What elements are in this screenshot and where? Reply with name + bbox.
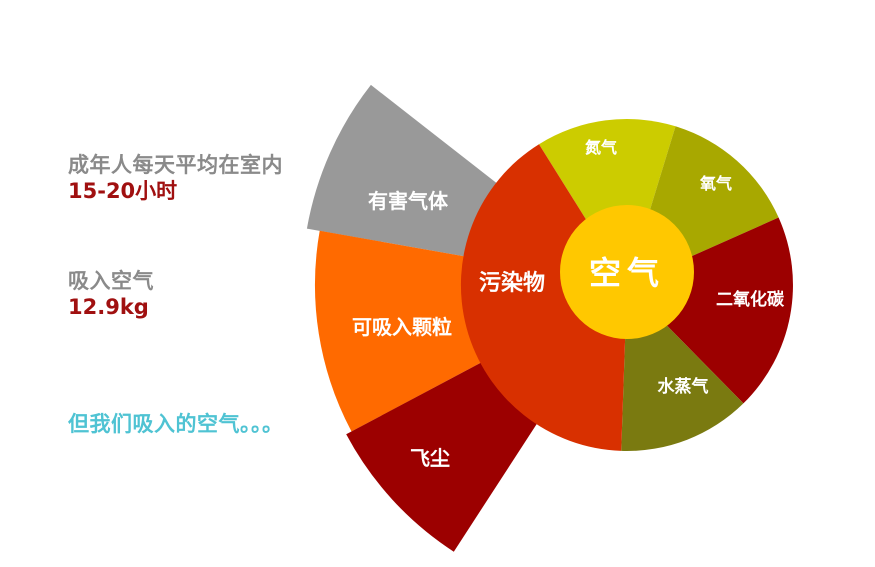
indoor-time-value: 15-20小时	[68, 179, 178, 203]
center-label: 空气	[589, 254, 665, 292]
dust-label: 飞尘	[410, 446, 450, 470]
co2-slice	[627, 217, 793, 404]
particulates-label: 可吸入颗粒	[352, 315, 452, 339]
air-intake-value: 12.9kg	[68, 295, 149, 319]
harmful-gas-label: 有害气体	[368, 189, 449, 213]
center-circle	[560, 205, 694, 339]
pollutants-label: 污染物	[479, 270, 545, 296]
teaser-text: 但我们吸入的空气。。。	[68, 412, 284, 436]
water-vapor-label: 水蒸气	[658, 376, 709, 397]
indoor-time-block: 成年人每天平均在室内 15-20小时	[68, 152, 283, 204]
co2-label: 二氧化碳	[716, 289, 785, 310]
oxygen-label: 氧气	[699, 174, 732, 193]
indoor-time-label: 成年人每天平均在室内	[68, 153, 283, 177]
air-intake-block: 吸入空气 12.9kg	[68, 268, 154, 320]
nitrogen-label: 氮气	[585, 138, 617, 157]
air-intake-label: 吸入空气	[68, 269, 154, 293]
nitrogen-slice	[539, 119, 676, 285]
